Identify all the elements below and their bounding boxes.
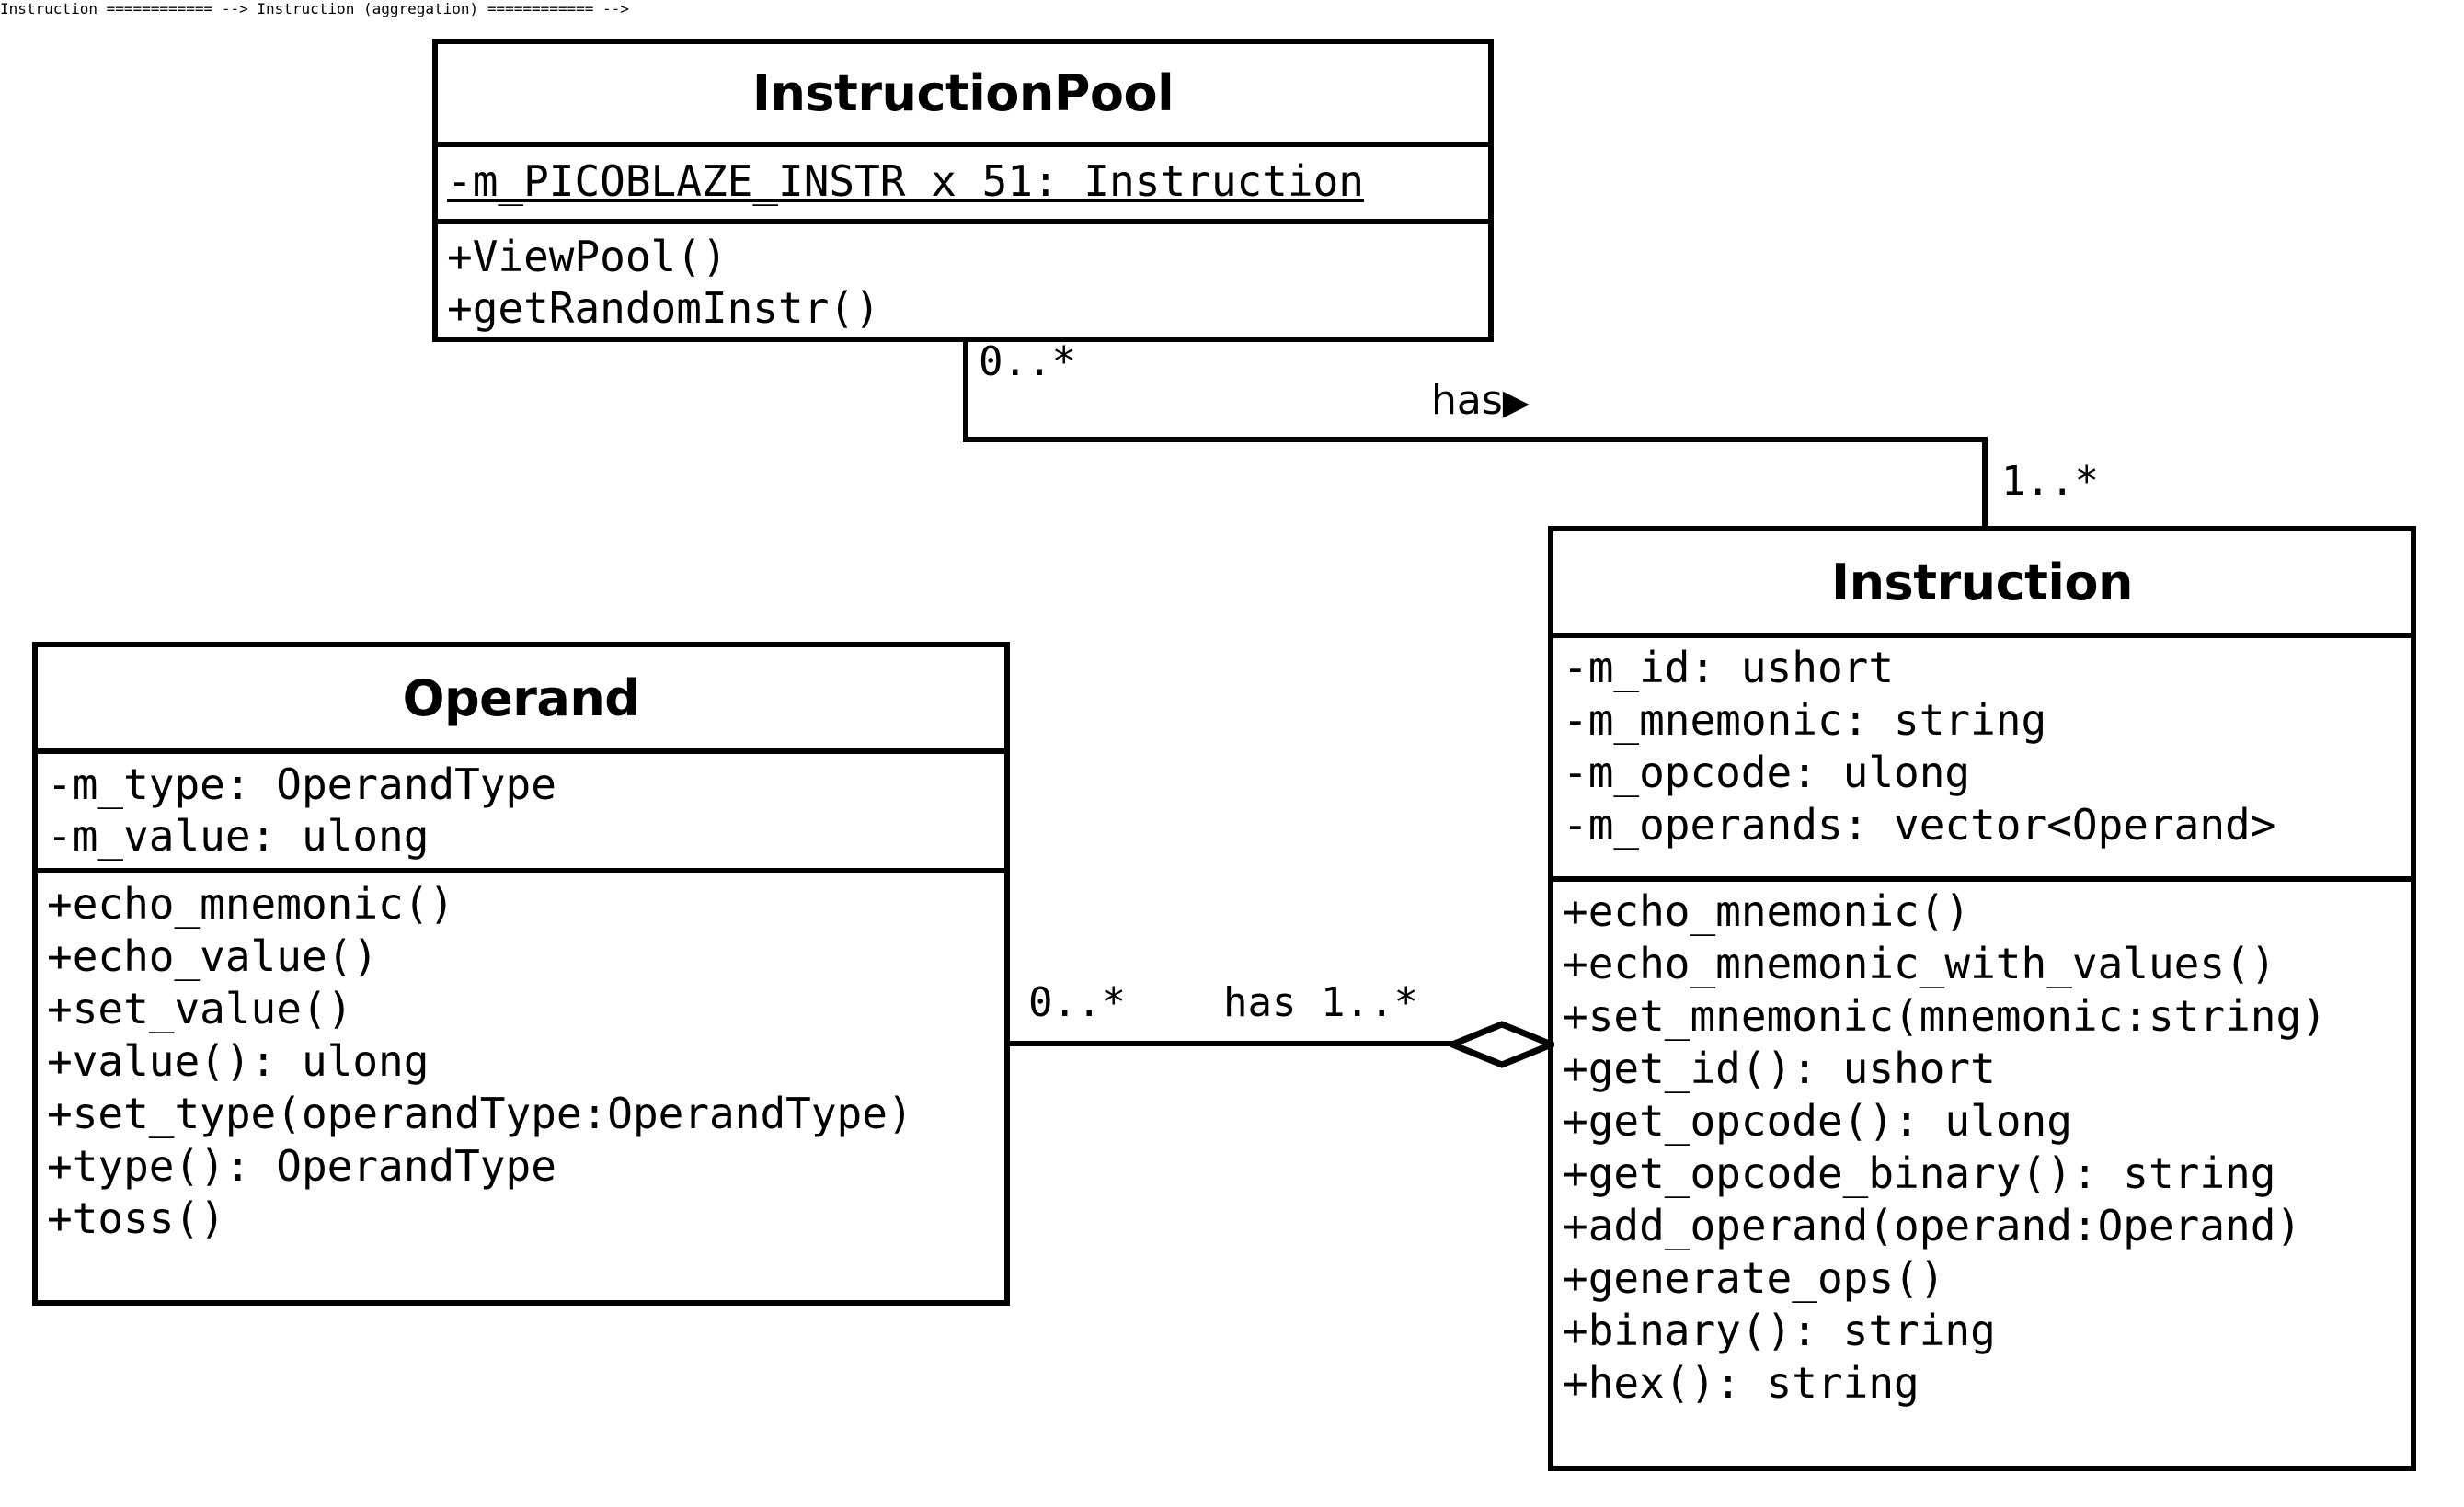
attributes-compartment-instruction-pool: -m_PICOBLAZE_INSTR x 51: Instruction: [438, 142, 1488, 219]
multiplicity-pool-source: 0..*: [979, 338, 1076, 385]
class-method-row: +ViewPool(): [447, 232, 728, 281]
association-label-text: has: [1223, 979, 1297, 1026]
class-method-row: +set_mnemonic(mnemonic:string): [1563, 991, 2327, 1041]
association-pool-instruction-segment-vertical-right: [1982, 437, 1988, 529]
attributes-compartment-operand: -m_type: OperandType -m_value: ulong: [38, 748, 1004, 868]
class-method-row: +set_type(operandType:OperandType): [47, 1089, 913, 1138]
association-label-pool-instruction: has▶: [1431, 381, 1530, 421]
class-method-row: +generate_ops(): [1563, 1253, 1945, 1303]
class-method-row: +type(): OperandType: [47, 1141, 556, 1191]
multiplicity-operand-source: 0..*: [1028, 979, 1126, 1026]
class-attribute-row: -m_PICOBLAZE_INSTR x 51: Instruction: [447, 156, 1364, 207]
class-box-instruction-pool[interactable]: InstructionPool -m_PICOBLAZE_INSTR x 51:…: [432, 39, 1494, 342]
association-pool-instruction-segment-horizontal: [963, 437, 1988, 442]
class-method-row: +get_opcode(): ulong: [1563, 1096, 2072, 1146]
class-method-row: +echo_value(): [47, 931, 379, 981]
class-method-row: +toss(): [47, 1193, 225, 1243]
association-pool-instruction-segment-vertical-left: [963, 335, 968, 442]
class-method-row: +get_opcode_binary(): string: [1563, 1148, 2276, 1198]
class-box-instruction[interactable]: Instruction -m_id: ushort -m_mnemonic: s…: [1548, 526, 2416, 1471]
association-label-text: has: [1431, 377, 1503, 424]
association-label-operand-instruction: has 1..*: [1223, 983, 1418, 1023]
multiplicity-operand-target: 1..*: [1320, 979, 1418, 1026]
class-method-row: +echo_mnemonic(): [1563, 886, 1971, 936]
class-method-row: +echo_mnemonic(): [47, 879, 455, 929]
aggregation-diamond-icon: [1450, 1021, 1554, 1068]
multiplicity-pool-target: 1..*: [2001, 458, 2099, 505]
association-operand-instruction-line: [1006, 1041, 1466, 1046]
multiplicity-operand-target-text: [1296, 979, 1321, 1026]
methods-compartment-instruction-pool: +ViewPool() +getRandomInstr(): [438, 219, 1488, 337]
class-method-row: +add_operand(operand:Operand): [1563, 1201, 2302, 1250]
class-attribute-row: -m_value: ulong: [47, 811, 430, 861]
class-attribute-row: -m_id: ushort: [1563, 643, 1895, 692]
class-method-row: +set_value(): [47, 984, 353, 1033]
class-method-row: +echo_mnemonic_with_values(): [1563, 939, 2276, 988]
class-attribute-row: -m_type: OperandType: [47, 759, 556, 809]
attributes-compartment-instruction: -m_id: ushort -m_mnemonic: string -m_opc…: [1553, 633, 2411, 876]
class-box-operand[interactable]: Operand -m_type: OperandType -m_value: u…: [32, 642, 1010, 1306]
methods-compartment-operand: +echo_mnemonic() +echo_value() +set_valu…: [38, 868, 1004, 1300]
class-method-row: +value(): ulong: [47, 1036, 430, 1086]
association-direction-arrow-icon: ▶: [1502, 382, 1530, 422]
class-method-row: +getRandomInstr(): [447, 283, 880, 333]
class-attribute-row: -m_operands: vector<Operand>: [1563, 800, 2276, 850]
class-title-instruction: Instruction: [1831, 553, 2133, 611]
class-method-row: +hex(): string: [1563, 1358, 1920, 1408]
class-attribute-row: -m_opcode: ulong: [1563, 748, 1971, 797]
class-method-row: +binary(): string: [1563, 1306, 1996, 1355]
class-method-row: +get_id(): ushort: [1563, 1044, 1996, 1093]
class-attribute-row: -m_mnemonic: string: [1563, 695, 2047, 745]
class-title-instruction-pool: InstructionPool: [751, 63, 1175, 122]
methods-compartment-instruction: +echo_mnemonic() +echo_mnemonic_with_val…: [1553, 876, 2411, 1466]
class-title-operand: Operand: [402, 668, 640, 727]
